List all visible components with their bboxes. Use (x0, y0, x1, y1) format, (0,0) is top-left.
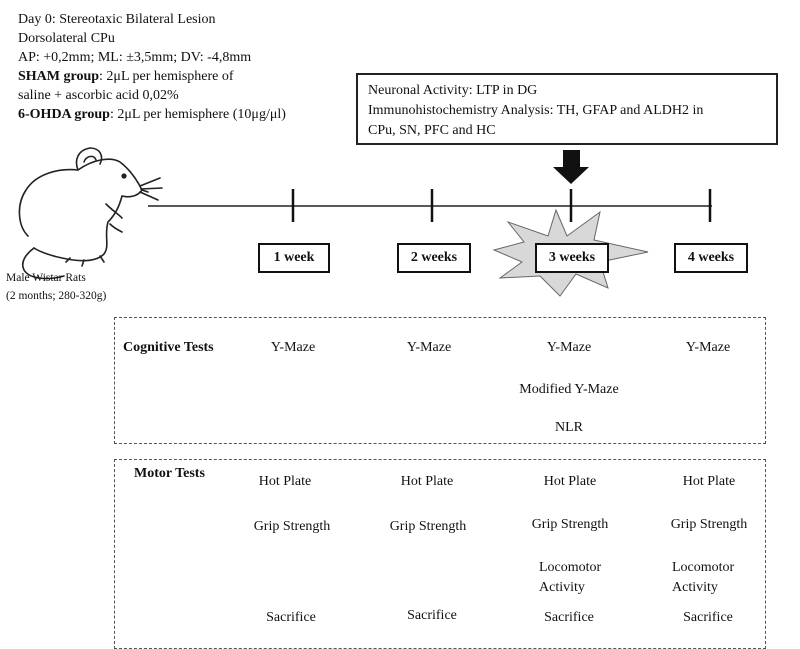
sacrifice-week-2: Sacrifice (407, 608, 457, 623)
protocol-line-sham-2: saline + ascorbic acid 0,02% (18, 88, 179, 103)
locomotor-activity-week-4: Locomotor Activity (672, 560, 735, 595)
week-3-label: 3 weeks (535, 243, 609, 273)
locomotor-activity-week-3: Locomotor Activity (539, 560, 602, 595)
subjects-line-2: (2 months; 280-320g) (6, 290, 107, 302)
modified-ymaze-week-3: Modified Y-Maze (519, 382, 619, 397)
protocol-text: Day 0: Stereotaxic Bilateral Lesion Dors… (18, 10, 286, 124)
nlr-week-3: NLR (555, 420, 583, 435)
hot-plate-week-2: Hot Plate (400, 474, 454, 489)
sham-group-text: : 2μL per hemisphere of (99, 69, 234, 84)
sacrifice-week-4: Sacrifice (683, 610, 733, 625)
hot-plate-week-3: Hot Plate (543, 474, 597, 489)
protocol-line-target: Dorsolateral CPu (18, 31, 115, 46)
protocol-line-coordinates: AP: +0,2mm; ML: ±3,5mm; DV: -4,8mm (18, 50, 252, 65)
ymaze-week-1: Y-Maze (270, 340, 316, 355)
sham-group-label: SHAM group (18, 69, 100, 84)
ymaze-week-2: Y-Maze (406, 340, 452, 355)
protocol-line-day0: Day 0: Stereotaxic Bilateral Lesion (18, 12, 216, 27)
grip-strength-week-2: Grip Strength (389, 519, 467, 534)
sacrifice-week-3: Sacrifice (544, 610, 594, 625)
hot-plate-week-4: Hot Plate (682, 474, 736, 489)
analysis-box: Neuronal Activity: LTP in DG Immunohisto… (356, 73, 778, 145)
subjects-caption: Male Wistar Rats (2 months; 280-320g) (6, 269, 106, 305)
cognitive-tests-panel (114, 317, 766, 444)
protocol-line-ohda: 6-OHDA group: 2μL per hemisphere (10μg/μ… (18, 105, 286, 124)
ymaze-week-4: Y-Maze (685, 340, 731, 355)
ohda-group-text: : 2μL per hemisphere (10μg/μl) (109, 107, 286, 122)
week-1-label: 1 week (258, 243, 330, 273)
analysis-line-regions: CPu, SN, PFC and HC (368, 123, 496, 138)
ohda-group-label: 6-OHDA group (18, 107, 110, 122)
down-arrow-icon (553, 150, 589, 184)
analysis-line-ltp: Neuronal Activity: LTP in DG (368, 83, 538, 98)
ymaze-week-3: Y-Maze (546, 340, 592, 355)
analysis-line-ihc: Immunohistochemistry Analysis: TH, GFAP … (368, 103, 704, 118)
grip-strength-week-3: Grip Strength (531, 517, 609, 532)
motor-tests-title: Motor Tests (134, 466, 205, 481)
cognitive-tests-title: Cognitive Tests (123, 340, 214, 355)
protocol-line-sham: SHAM group: 2μL per hemisphere of (18, 67, 286, 86)
hot-plate-week-1: Hot Plate (258, 474, 312, 489)
week-4-label: 4 weeks (674, 243, 748, 273)
subjects-line-1: Male Wistar Rats (6, 272, 86, 284)
sacrifice-week-1: Sacrifice (266, 610, 316, 625)
grip-strength-week-4: Grip Strength (670, 517, 748, 532)
grip-strength-week-1: Grip Strength (253, 519, 331, 534)
week-2-label: 2 weeks (397, 243, 471, 273)
rat-icon (18, 147, 163, 280)
